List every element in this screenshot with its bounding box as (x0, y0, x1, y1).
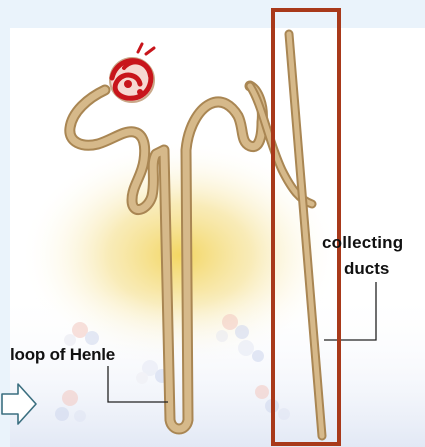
glomerulus (110, 44, 154, 102)
medulla-shading (10, 290, 425, 447)
label-loop-of-henle: loop of Henle (10, 344, 115, 366)
label-ducts: ducts (344, 258, 389, 280)
label-collecting: collecting (322, 232, 403, 254)
